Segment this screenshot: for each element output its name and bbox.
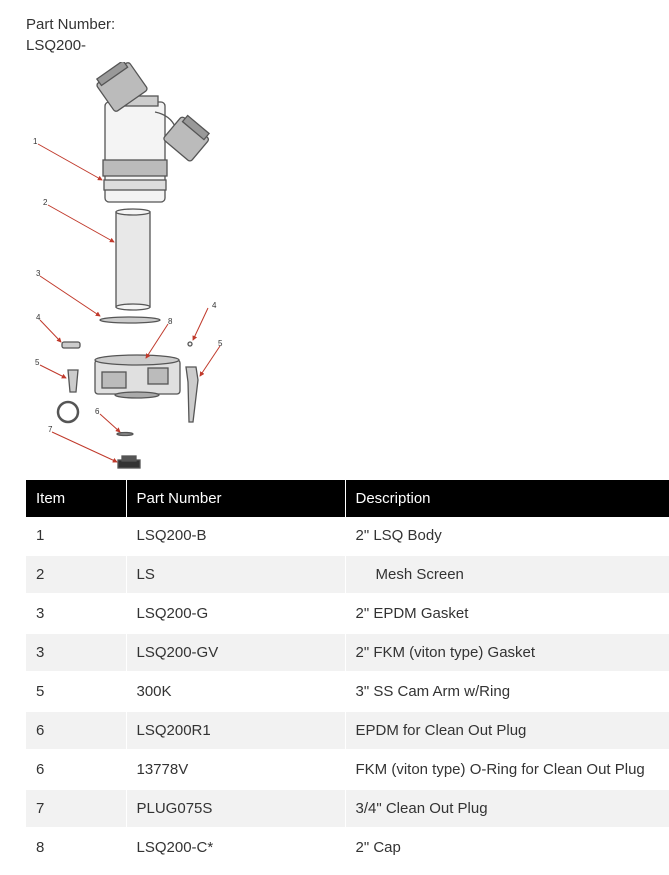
part-number-label: Part Number: <box>26 16 116 33</box>
cell-item: 8 <box>26 828 127 868</box>
callout-4-right: 4 <box>212 301 217 310</box>
part-number-value: LSQ200- <box>26 37 87 54</box>
cell-description: 2" EPDM Gasket <box>345 594 669 634</box>
cell-part-number: LS <box>126 555 346 595</box>
table-row: 3 LSQ200-GV 2" FKM (viton type) Gasket <box>26 633 669 673</box>
clean-out-o-ring-drawing <box>116 431 134 437</box>
callout-4-left: 4 <box>36 313 41 322</box>
cell-part-number: LSQ200-C* <box>126 828 346 868</box>
callout-1: 1 <box>33 137 38 146</box>
callout-3: 3 <box>36 269 41 278</box>
table-header-row: Item Part Number Description <box>26 480 669 517</box>
cell-description: 2" LSQ Body <box>345 517 669 556</box>
mesh-screen-drawing <box>115 208 151 311</box>
callout-8: 8 <box>168 317 173 326</box>
callout-6: 6 <box>95 407 100 416</box>
cell-part-number: LSQ200R1 <box>126 711 346 751</box>
gasket-drawing <box>99 316 161 324</box>
cell-description: Mesh Screen <box>345 555 669 595</box>
cell-part-number: PLUG075S <box>126 789 346 829</box>
callout-7: 7 <box>48 425 53 434</box>
cam-arm-right-drawing <box>185 366 199 423</box>
cell-part-number: LSQ200-B <box>126 517 346 556</box>
table-row: 1 LSQ200-B 2" LSQ Body <box>26 517 669 556</box>
strainer-body-drawing <box>95 62 211 203</box>
cell-part-number: LSQ200-GV <box>126 633 346 673</box>
callout-5-right: 5 <box>218 339 223 348</box>
cell-description: FKM (viton type) O-Ring for Clean Out Pl… <box>345 750 669 790</box>
cell-description: 3/4" Clean Out Plug <box>345 789 669 829</box>
cell-item: 3 <box>26 594 127 634</box>
table-row: 5 300K 3" SS Cam Arm w/Ring <box>26 672 669 712</box>
column-header-part-number: Part Number <box>126 480 346 517</box>
cell-part-number: LSQ200-G <box>126 594 346 634</box>
callout-2: 2 <box>43 198 48 207</box>
column-header-item: Item <box>26 480 127 517</box>
cell-description: EPDM for Clean Out Plug <box>345 711 669 751</box>
table-row: 8 LSQ200-C* 2" Cap <box>26 828 669 868</box>
pin-drawing <box>61 341 81 349</box>
cell-item: 2 <box>26 555 127 595</box>
table-row: 3 LSQ200-G 2" EPDM Gasket <box>26 594 669 634</box>
callout-5-left: 5 <box>35 358 40 367</box>
exploded-parts-diagram: 1 2 3 4 8 4 5 5 6 7 <box>33 62 223 469</box>
clean-out-plug-drawing <box>117 455 141 469</box>
cell-description: 3" SS Cam Arm w/Ring <box>345 672 669 712</box>
table-row: 6 13778V FKM (viton type) O-Ring for Cle… <box>26 750 669 790</box>
cam-arm-left-drawing <box>56 369 80 424</box>
cell-item: 7 <box>26 789 127 829</box>
o-ring-drawing <box>187 341 193 347</box>
cell-description: 2" Cap <box>345 828 669 868</box>
cell-item: 1 <box>26 517 127 556</box>
cell-item: 5 <box>26 672 127 712</box>
table-row: 2 LS Mesh Screen <box>26 555 669 595</box>
parts-table: Item Part Number Description 1 LSQ200-B … <box>26 480 669 868</box>
table-row: 6 LSQ200R1 EPDM for Clean Out Plug <box>26 711 669 751</box>
table-row: 7 PLUG075S 3/4" Clean Out Plug <box>26 789 669 829</box>
cap-drawing <box>94 354 181 399</box>
cell-part-number: 13778V <box>126 750 346 790</box>
part-number-header: Part Number: LSQ200- <box>26 14 115 56</box>
column-header-description: Description <box>345 480 669 517</box>
cell-item: 6 <box>26 711 127 751</box>
cell-item: 3 <box>26 633 127 673</box>
cell-part-number: 300K <box>126 672 346 712</box>
cell-item: 6 <box>26 750 127 790</box>
cell-description: 2" FKM (viton type) Gasket <box>345 633 669 673</box>
